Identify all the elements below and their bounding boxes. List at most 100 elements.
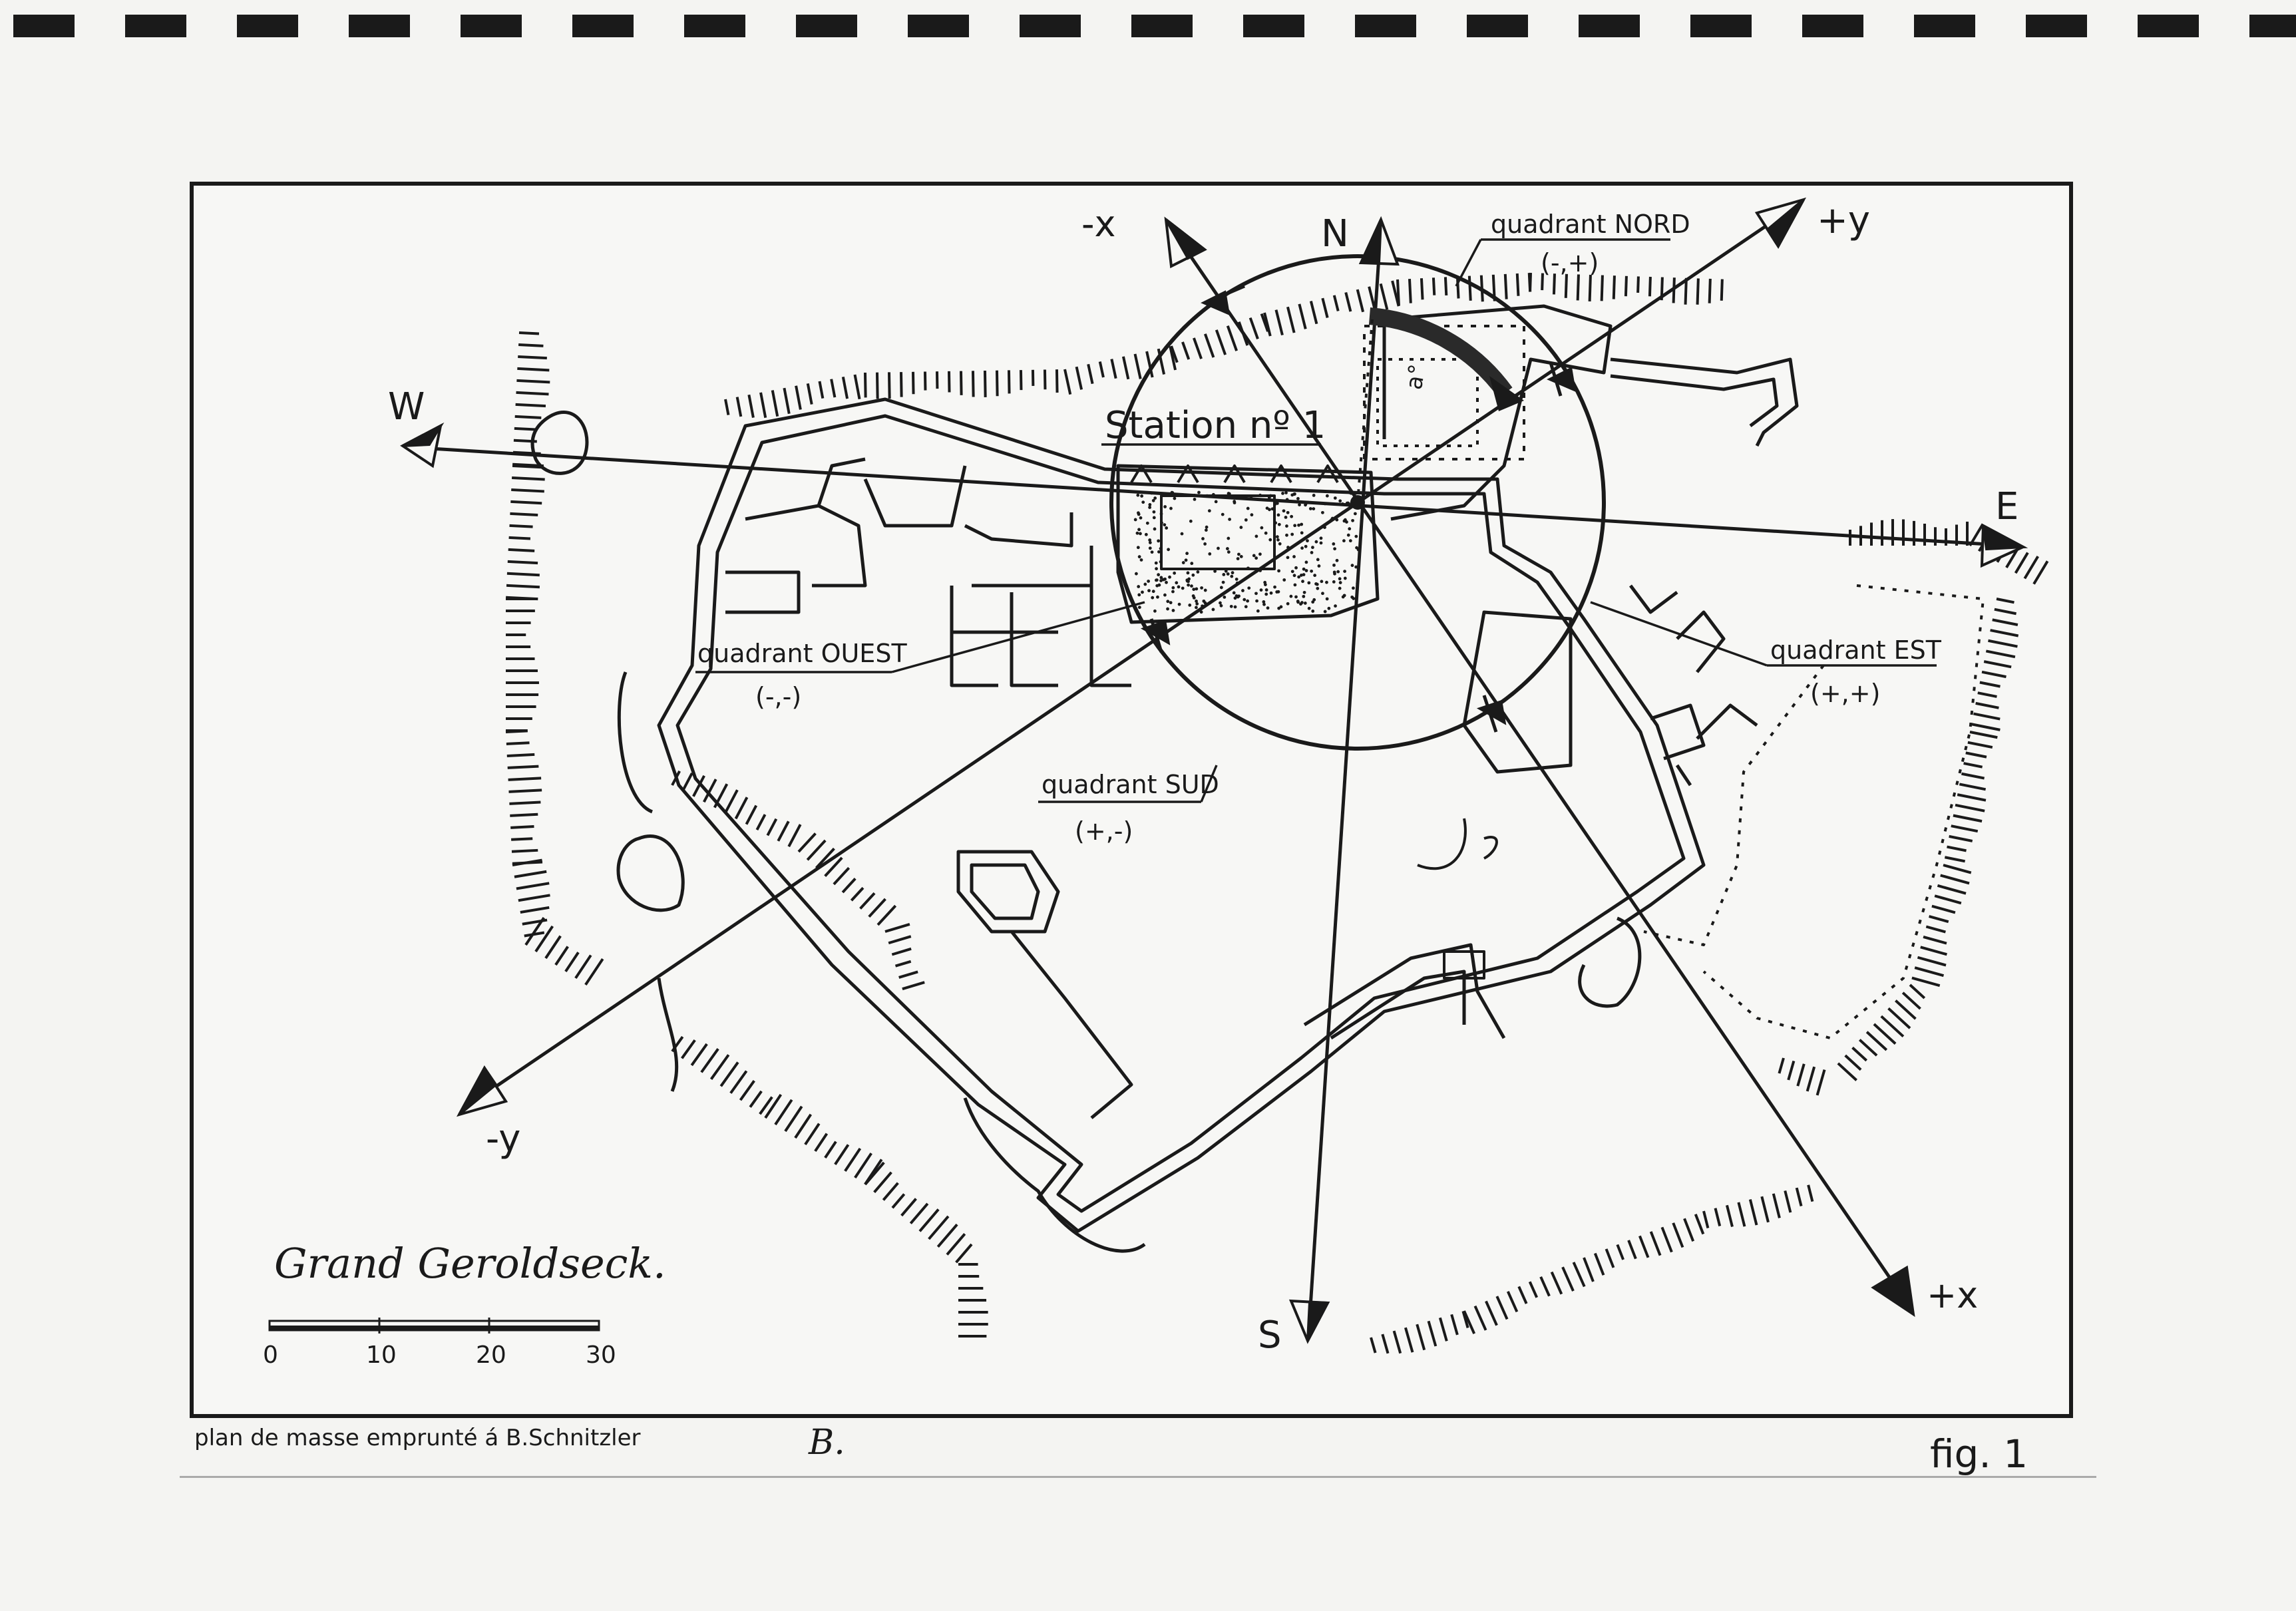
hachure-stroke — [766, 818, 778, 836]
hachure-stroke — [1917, 956, 1947, 967]
hachure-stroke — [946, 1232, 966, 1256]
stipple-dot — [1284, 515, 1288, 519]
stipple-dot — [1221, 512, 1225, 516]
ditch-hachures — [505, 272, 2049, 1354]
quadrant-leaders — [695, 238, 1937, 803]
hachure-stroke — [911, 371, 915, 395]
hachure-stroke — [918, 1208, 940, 1232]
east-label: E — [1995, 485, 2018, 528]
stipple-dot — [1273, 502, 1277, 506]
stipple-dot — [1277, 569, 1280, 573]
hachure-stroke — [1981, 670, 2007, 679]
stipple-dot — [1290, 570, 1294, 574]
stipple-dot — [1292, 555, 1296, 558]
hachure-stroke — [1951, 824, 1979, 833]
credit-text: plan de masse emprunté á B.Schnitzler — [194, 1425, 641, 1451]
stipple-dot — [1312, 494, 1316, 497]
hachure-stroke — [1539, 1276, 1551, 1297]
hachure-stroke — [2005, 549, 2018, 568]
hachure-stroke — [1181, 341, 1191, 360]
stipple-dot — [1165, 580, 1168, 584]
stipple-dot — [1304, 503, 1307, 507]
hachure-stroke — [824, 1141, 837, 1159]
hachure-stroke — [1455, 276, 1460, 299]
stipple-dot — [1157, 583, 1161, 587]
outer-enclosure-wall — [657, 397, 1706, 1233]
hachure-stroke — [882, 1182, 899, 1201]
hachure-stroke — [1914, 966, 1945, 978]
hachure-stroke — [724, 399, 730, 415]
stipple-dot — [1233, 501, 1237, 504]
hachure-stroke — [864, 1161, 885, 1186]
hachure-stroke — [1600, 275, 1604, 301]
stipple-dot — [1219, 586, 1223, 590]
hachure-stroke — [1528, 1281, 1539, 1298]
punch-mark — [125, 15, 186, 37]
stipple-dot — [1243, 598, 1246, 602]
stipple-dot — [1323, 610, 1327, 614]
hachure-stroke — [1649, 1231, 1662, 1256]
stipple-dot — [1219, 601, 1222, 605]
hachure-stroke — [844, 1147, 862, 1172]
stipple-dot — [1333, 496, 1337, 500]
punch-mark — [13, 15, 75, 37]
stipple-dot — [1246, 566, 1250, 570]
circle-intersection-ticks — [1140, 284, 1577, 733]
northeast-tower-inner — [1610, 374, 1779, 427]
hachure-stroke — [1965, 751, 1987, 759]
hachure-stroke — [1925, 925, 1946, 934]
stipple-dot — [1313, 574, 1317, 578]
stipple-dot — [1273, 585, 1276, 589]
stipple-dot — [1306, 539, 1309, 543]
hachure-stroke — [1992, 618, 2018, 626]
stipple-dot — [1173, 571, 1177, 575]
hachure-stroke — [1408, 279, 1412, 303]
scale-tick-20: 20 — [476, 1342, 506, 1369]
hachure-stroke — [518, 355, 547, 360]
stipple-dot — [1171, 586, 1175, 590]
hachure-stroke — [884, 923, 910, 933]
stipple-dot — [1195, 599, 1198, 603]
hachure-stroke — [510, 825, 534, 829]
stipple-dot — [1274, 521, 1278, 525]
stipple-dot — [1235, 578, 1239, 581]
stipple-dot — [1277, 522, 1281, 526]
stipple-dot — [1163, 523, 1167, 527]
hachure-stroke — [1929, 915, 1949, 924]
hachure-stroke — [1702, 1210, 1710, 1228]
hachure-stroke — [1098, 361, 1105, 378]
quadrant-sud-signs: (+,-) — [1075, 816, 1133, 846]
hachure-stroke — [1170, 345, 1179, 363]
stipple-dot — [1192, 596, 1196, 600]
hachure-stroke — [506, 572, 540, 577]
east-dotted-rampart — [1702, 584, 1985, 1039]
stipple-dot — [1260, 526, 1264, 530]
scale-tick-10: 10 — [366, 1342, 397, 1369]
hachure-stroke — [723, 789, 739, 814]
stipple-dot — [1177, 585, 1181, 589]
hachure-stroke — [804, 1123, 821, 1146]
hachure-stroke — [1683, 1218, 1695, 1242]
stipple-dot — [1190, 562, 1194, 566]
hachure-stroke — [783, 387, 791, 415]
hachure-stroke — [891, 947, 912, 956]
hachure-stroke — [1787, 1060, 1796, 1081]
hachure-stroke — [516, 379, 550, 384]
hachure-stroke — [1795, 1187, 1803, 1206]
hachure-stroke — [1837, 1062, 1857, 1081]
hachure-stroke — [787, 824, 802, 848]
central-keep — [1116, 464, 1380, 624]
hachure-stroke — [795, 385, 802, 410]
hachure-stroke — [1356, 289, 1365, 313]
hachure-stroke — [818, 381, 825, 399]
stipple-dot — [1153, 527, 1157, 531]
quadrant-ouest-label: quadrant OUEST — [697, 639, 907, 668]
stipple-dot — [1196, 570, 1200, 574]
stipple-dot — [1148, 503, 1152, 506]
hachure-stroke — [512, 476, 545, 481]
north-label: N — [1321, 212, 1349, 256]
stipple-dot — [1311, 600, 1315, 604]
stipple-dot — [1157, 539, 1161, 543]
hachure-stroke — [514, 870, 547, 878]
stipple-dot — [1304, 560, 1308, 564]
